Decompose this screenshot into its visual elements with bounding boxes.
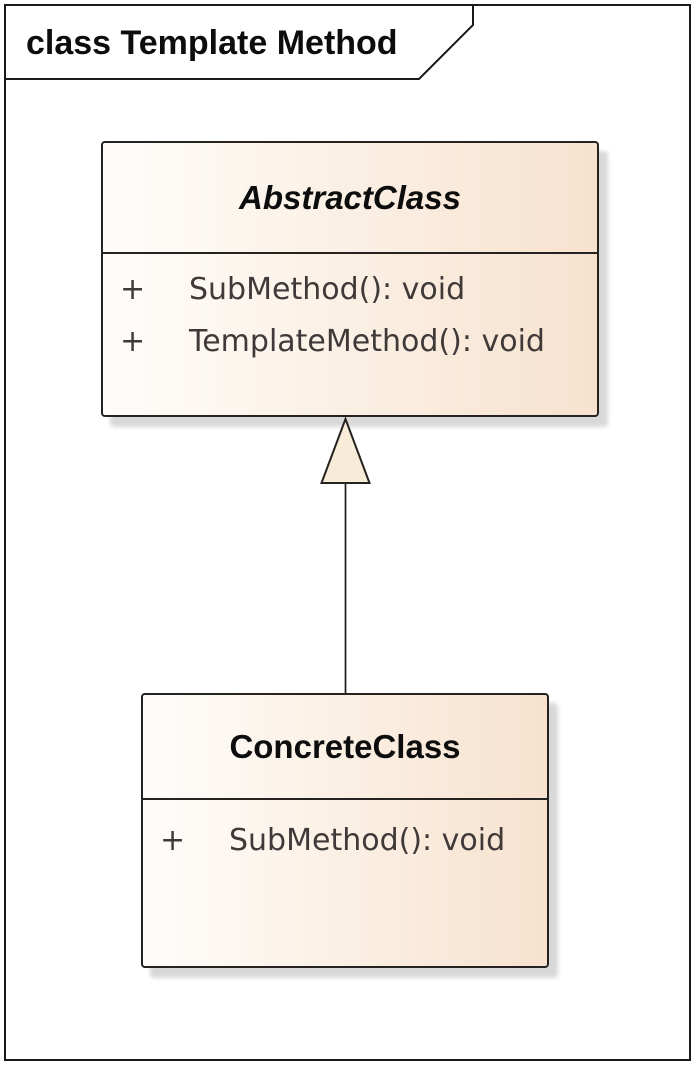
method-signature: TemplateMethod(): void (189, 324, 545, 359)
generalization-triangle-icon (320, 417, 371, 484)
generalization-arrow[interactable] (300, 417, 400, 697)
methods-compartment: + SubMethod(): void (143, 800, 547, 867)
diagram-tab (4, 4, 474, 80)
class-box-abstractclass[interactable]: AbstractClass + SubMethod(): void + Temp… (101, 141, 599, 417)
class-box-concreteclass[interactable]: ConcreteClass + SubMethod(): void (141, 693, 549, 968)
visibility-marker: + (120, 272, 146, 307)
visibility-marker: + (160, 823, 186, 858)
method-row: + SubMethod(): void (103, 264, 597, 316)
method-signature: SubMethod(): void (229, 823, 506, 858)
method-row: + SubMethod(): void (143, 815, 547, 867)
methods-compartment: + SubMethod(): void + TemplateMethod(): … (103, 254, 597, 368)
diagram-title: class Template Method (26, 24, 398, 62)
class-name-abstractclass: AbstractClass (103, 143, 597, 254)
diagram-tab-shape (4, 4, 474, 80)
visibility-marker: + (120, 324, 146, 359)
class-name-concreteclass: ConcreteClass (143, 695, 547, 800)
method-row: + TemplateMethod(): void (103, 316, 597, 368)
method-signature: SubMethod(): void (189, 272, 466, 307)
